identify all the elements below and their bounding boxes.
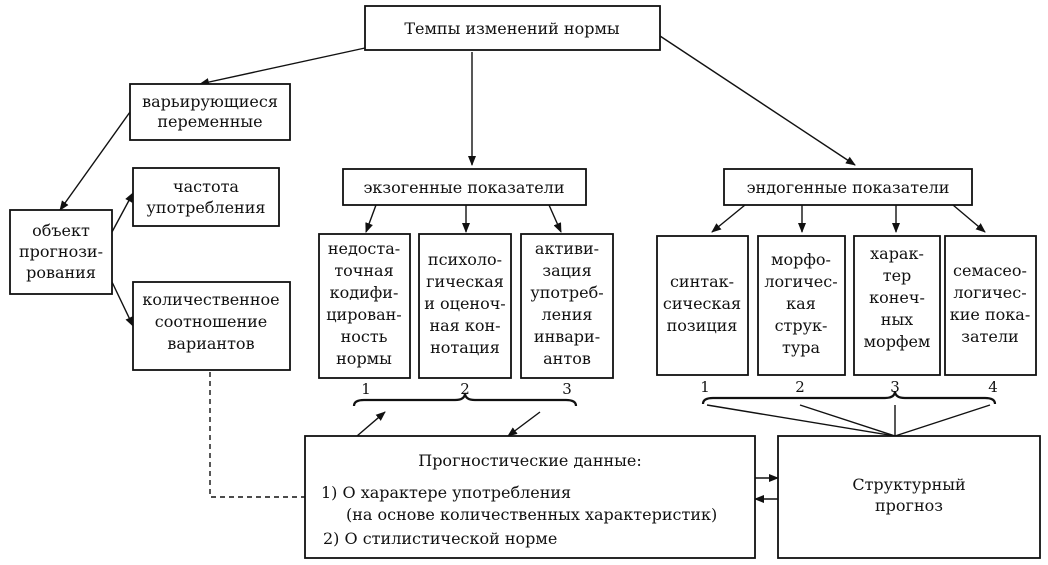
endo2-number: 2 bbox=[795, 378, 805, 396]
endo4-number: 4 bbox=[988, 378, 998, 396]
endo2-line: логичес- bbox=[764, 272, 837, 291]
endo4-line: семасео- bbox=[953, 261, 1027, 280]
connectors bbox=[59, 35, 997, 503]
exogenous-item-2: психоло- гическая и оценоч- ная кон- нот… bbox=[418, 233, 512, 379]
exo1-line: кодифи- bbox=[330, 283, 399, 302]
exo3-line: инвари- bbox=[534, 327, 600, 346]
forecast-item-1-sub: (на основе количественных характеристик) bbox=[346, 505, 717, 524]
exogenous-item-1: недоста- точная кодифи- цирован- ность н… bbox=[318, 233, 411, 379]
endo3-line: ных bbox=[881, 310, 913, 329]
exo2-line: и оценоч- bbox=[424, 294, 505, 313]
exogenous-header: экзогенные показатели bbox=[363, 178, 564, 197]
object-line: объект bbox=[32, 221, 90, 240]
endogenous-item-1: синтак- сическая позиция bbox=[656, 235, 749, 376]
endo4-line: логичес- bbox=[953, 283, 1026, 302]
endo2-line: тура bbox=[782, 338, 821, 357]
endogenous-item-2: морфо- логичес- кая струк- тура bbox=[757, 235, 846, 376]
exo2-line: психоло- bbox=[428, 250, 502, 269]
forecast-title: Прогностические данные: bbox=[418, 451, 642, 470]
exo3-number: 3 bbox=[562, 380, 572, 398]
exogenous-item-3: активи- зация употреб- ления инвари- ант… bbox=[520, 233, 614, 379]
endogenous-item-3: харак- тер конеч- ных морфем bbox=[853, 235, 941, 376]
endogenous-header: эндогенные показатели bbox=[747, 178, 950, 197]
exo1-line: недоста- bbox=[328, 239, 400, 258]
endo2-line: морфо- bbox=[771, 250, 831, 269]
frequency-box: частота употребления bbox=[132, 167, 280, 227]
varying-line: переменные bbox=[157, 112, 262, 131]
exo3-line: зация bbox=[542, 261, 591, 280]
endo4-line: затели bbox=[961, 327, 1018, 346]
endo3-line: тер bbox=[883, 266, 912, 285]
exo2-number: 2 bbox=[460, 380, 470, 398]
forecast-item-2: 2) О стилистической норме bbox=[323, 529, 557, 548]
exo3-line: ления bbox=[541, 305, 592, 324]
ratio-line: вариантов bbox=[167, 334, 254, 353]
exo1-line: точная bbox=[334, 261, 393, 280]
exo3-line: активи- bbox=[535, 239, 599, 258]
endo1-line: синтак- bbox=[670, 272, 734, 291]
exo2-line: ная кон- bbox=[429, 316, 500, 335]
ratio-line: количественное bbox=[142, 290, 279, 309]
structural-forecast-box: Структурный прогноз bbox=[777, 435, 1041, 559]
exo2-line: гическая bbox=[426, 272, 504, 291]
ratio-box: количественное соотношение вариантов bbox=[132, 281, 291, 371]
exo1-number: 1 bbox=[361, 380, 371, 398]
varying-line: варьирующиеся bbox=[142, 92, 278, 111]
endo2-line: струк- bbox=[775, 316, 828, 335]
exo1-line: ность bbox=[341, 327, 388, 346]
endogenous-item-4: семасео- логичес- кие пока- затели bbox=[944, 235, 1037, 376]
title-box: Темпы изменений нормы bbox=[364, 5, 661, 51]
exo3-line: употреб- bbox=[530, 283, 603, 302]
varying-box: варьирующиеся переменные bbox=[129, 83, 291, 141]
object-line: рования bbox=[26, 263, 96, 282]
structural-line: прогноз bbox=[875, 496, 943, 515]
endo3-line: морфем bbox=[864, 332, 931, 351]
forecast-box: Прогностические данные: 1) О характере у… bbox=[304, 435, 756, 559]
endogenous-header-box: эндогенные показатели bbox=[723, 168, 973, 206]
endo3-number: 3 bbox=[890, 378, 900, 396]
object-box: объект прогнози- рования bbox=[9, 209, 113, 295]
endo1-line: сическая bbox=[663, 294, 741, 313]
exo3-line: антов bbox=[543, 349, 591, 368]
ratio-line: соотношение bbox=[155, 312, 268, 331]
object-line: прогнози- bbox=[19, 242, 103, 261]
endo1-number: 1 bbox=[700, 378, 710, 396]
endo1-line: позиция bbox=[667, 316, 738, 335]
exo2-line: нотация bbox=[430, 338, 500, 357]
forecast-item-1: 1) О характере употребления bbox=[321, 483, 571, 502]
frequency-line: частота bbox=[173, 177, 239, 196]
endo3-line: конеч- bbox=[869, 288, 925, 307]
frequency-line: употребления bbox=[147, 198, 266, 217]
exogenous-header-box: экзогенные показатели bbox=[342, 168, 587, 206]
exo1-line: нормы bbox=[336, 349, 392, 368]
endo2-line: кая bbox=[786, 294, 816, 313]
structural-line: Структурный bbox=[852, 475, 965, 494]
endo4-line: кие пока- bbox=[950, 305, 1030, 324]
endo3-line: харак- bbox=[870, 244, 924, 263]
title-text: Темпы изменений нормы bbox=[404, 19, 620, 38]
exo1-line: цирован- bbox=[326, 305, 401, 324]
